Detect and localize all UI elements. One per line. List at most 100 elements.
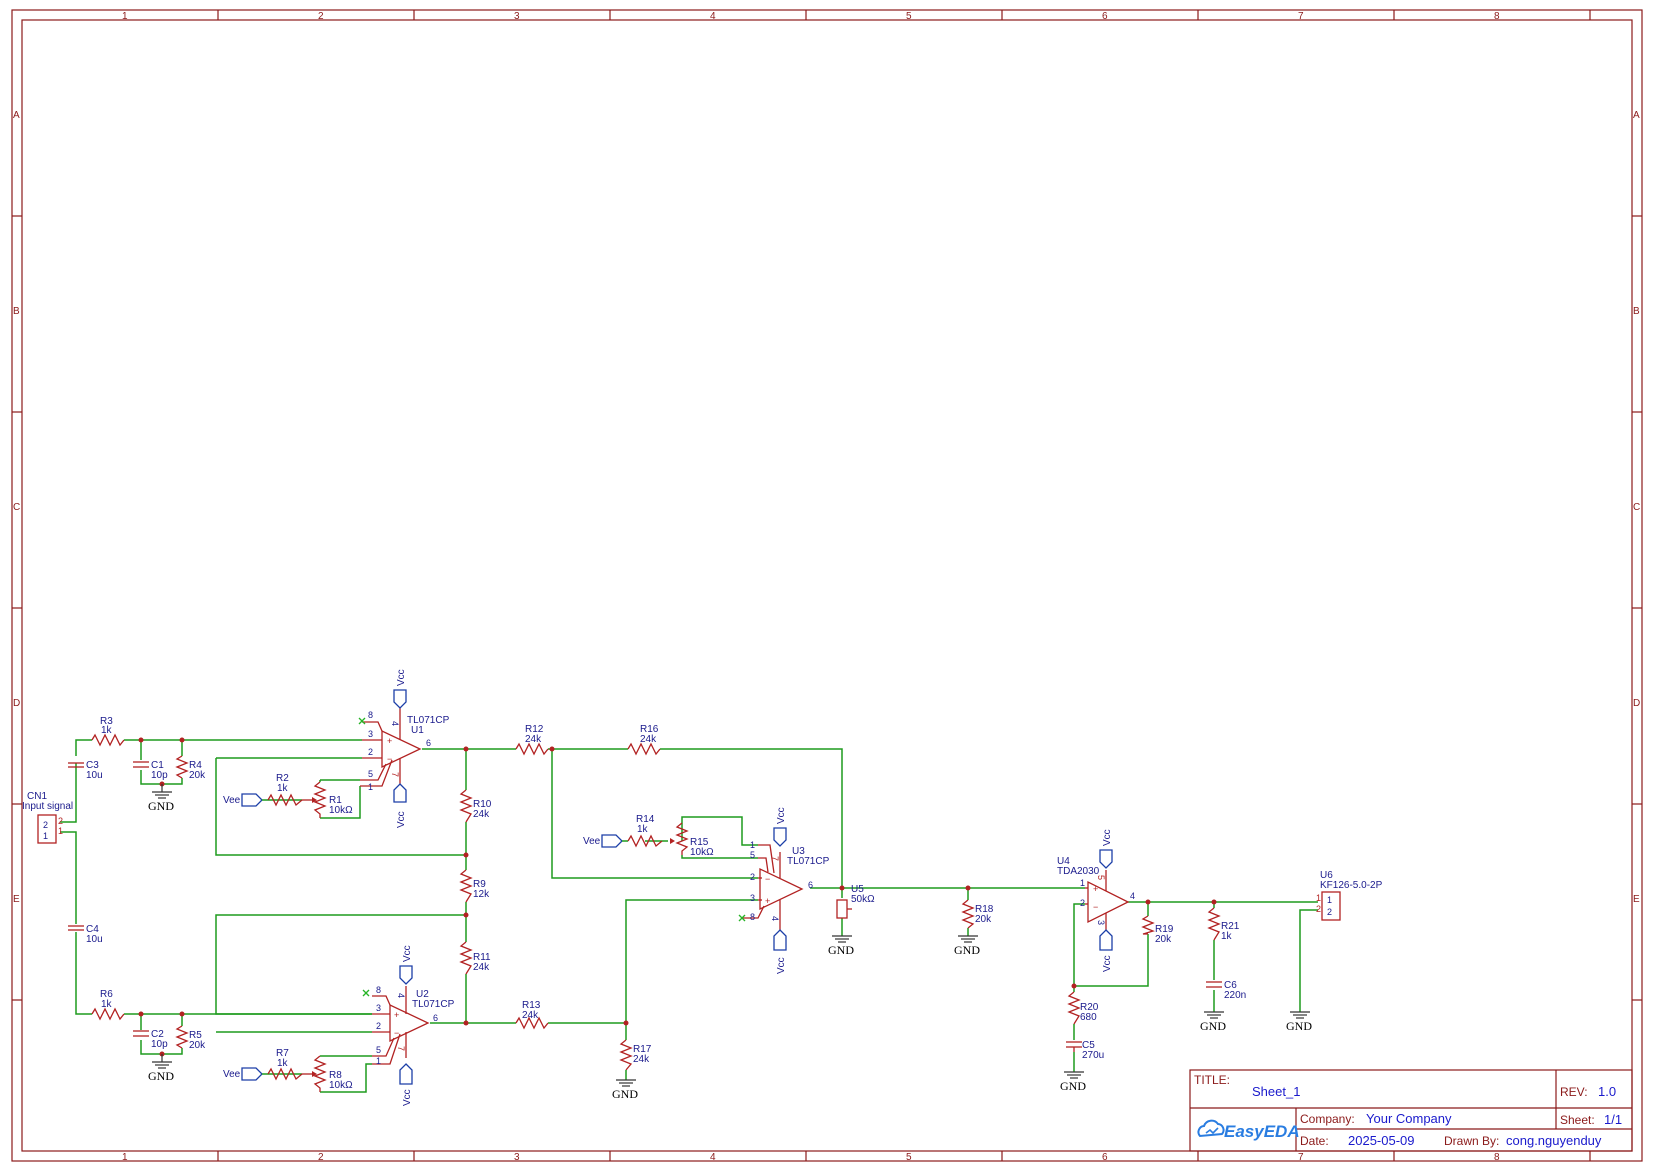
r11-resistor[interactable]: R11 24k [459, 941, 491, 975]
c2-capacitor[interactable]: C2 10p [133, 1029, 168, 1050]
gnd-label-1: GND [148, 799, 174, 813]
vcc-port-u4-top[interactable]: Vcc [1099, 829, 1113, 869]
grid-col-3: 3 [514, 11, 520, 22]
vee-port-3[interactable]: Vee [583, 834, 628, 848]
c5-ref: C5 [1082, 1040, 1095, 1051]
r20-resistor[interactable]: R20 680 [1067, 991, 1099, 1025]
r20-ref: R20 [1080, 1002, 1099, 1013]
r8-potentiometer[interactable]: R8 10kΩ [302, 1055, 353, 1092]
grid-col-2-bottom: 2 [318, 1152, 324, 1163]
u4-amplifier[interactable]: +− 12 4 5 3 U4 TDA2030 [1057, 856, 1135, 930]
r17-resistor[interactable]: R17 24k [619, 1039, 652, 1080]
grid-col-6: 6 [1102, 11, 1108, 22]
r18-resistor[interactable]: R18 20k [961, 899, 994, 929]
r4-resistor[interactable]: R4 20k [175, 755, 206, 781]
r6-resistor[interactable]: R6 1k [91, 989, 125, 1021]
r2-resistor[interactable]: R2 1k [267, 773, 303, 807]
u6-value: KF126-5.0-2P [1320, 880, 1383, 891]
easyeda-logo-text: EasyEDA [1224, 1122, 1300, 1141]
grid-columns-top: 1 2 3 4 5 6 7 8 [122, 10, 1591, 22]
grid-row-d: D [13, 698, 20, 709]
vcc-port-u3-top[interactable]: Vcc [773, 807, 787, 847]
svg-text:2: 2 [376, 1021, 381, 1031]
grid-columns-bottom: 1 2 3 4 5 6 7 8 [122, 1151, 1591, 1163]
u3-opamp[interactable]: −+ 15 238 6 7 4 U3 TL071CP [742, 840, 830, 930]
cn1-connector[interactable]: 21 21 CN1 Input signal [22, 791, 73, 844]
svg-text:5: 5 [368, 769, 373, 779]
cn1-ref: CN1 [27, 791, 47, 802]
r15-potentiometer[interactable]: R15 10kΩ [670, 822, 714, 858]
vee-port-1[interactable]: Vee [223, 793, 268, 807]
svg-text:4: 4 [390, 721, 400, 726]
svg-text:+: + [765, 896, 770, 906]
r5-resistor[interactable]: R5 20k [175, 1025, 206, 1051]
svg-text:2: 2 [368, 747, 373, 757]
svg-text:3: 3 [1096, 920, 1106, 925]
c4-capacitor[interactable]: C4 10u [68, 924, 103, 945]
company-value: Your Company [1366, 1111, 1452, 1126]
grid-rows-left: A B C D E [12, 110, 22, 1001]
vcc-label-u3-top: Vcc [776, 807, 787, 824]
svg-text:−: − [394, 1028, 399, 1038]
vcc-port-u4-bottom[interactable]: Vcc [1099, 929, 1113, 972]
vcc-label-u3-bottom: Vcc [776, 957, 787, 974]
svg-text:6: 6 [808, 880, 813, 890]
vcc-port-u1-top[interactable]: Vcc [393, 669, 407, 709]
r21-value: 1k [1221, 931, 1233, 942]
r21-resistor[interactable]: R21 1k [1207, 907, 1240, 942]
r9-resistor[interactable]: R9 12k [459, 869, 490, 903]
c6-capacitor[interactable]: C6 220n [1206, 980, 1246, 1001]
inner-frame [21, 19, 1633, 1152]
u2-opamp[interactable]: +− 83 251 6 4 7 U2 TL071CP [372, 985, 455, 1066]
grid-col-7: 7 [1298, 11, 1304, 22]
grid-col-7-bottom: 7 [1298, 1152, 1304, 1163]
c4-value: 10u [86, 934, 103, 945]
svg-text:8: 8 [376, 985, 381, 995]
easyeda-logo: EasyEDA [1197, 1119, 1300, 1141]
svg-text:1: 1 [1316, 893, 1321, 903]
vcc-label-u2-top: Vcc [402, 945, 413, 962]
vcc-label-u4-top: Vcc [1102, 829, 1113, 846]
vcc-port-u2-top[interactable]: Vcc [399, 945, 413, 985]
r1-potentiometer[interactable]: R1 10kΩ [302, 781, 353, 818]
svg-text:1: 1 [750, 840, 755, 850]
u5-potentiometer[interactable]: U5 50kΩ [836, 884, 875, 919]
r13-resistor[interactable]: R13 24k [515, 1000, 549, 1030]
gnd-symbol-8: GND [1286, 1011, 1312, 1033]
c5-capacitor[interactable]: C5 270u [1066, 1040, 1104, 1061]
r7-resistor[interactable]: R7 1k [267, 1048, 303, 1081]
r16-resistor[interactable]: R16 24k [627, 724, 661, 756]
svg-text:1: 1 [376, 1056, 381, 1066]
r10-resistor[interactable]: R10 24k [459, 789, 492, 823]
svg-text:2: 2 [1327, 907, 1332, 917]
u1-value: TL071CP [407, 715, 450, 726]
vcc-port-u3-bottom[interactable]: Vcc [773, 929, 787, 974]
vcc-label-u1-bottom: Vcc [396, 811, 407, 828]
r14-resistor[interactable]: R14 1k [627, 814, 663, 848]
c3-capacitor[interactable]: C3 10u [68, 760, 103, 781]
svg-text:5: 5 [1096, 875, 1106, 880]
r12-resistor[interactable]: R12 24k [515, 724, 549, 756]
c1-capacitor[interactable]: C1 10p [133, 760, 168, 781]
u3-value: TL071CP [787, 856, 830, 867]
grid-rows-right: A B C D E [1632, 110, 1642, 1001]
outer-frame [11, 9, 1643, 1162]
u5-value: 50kΩ [851, 894, 875, 905]
junctions [138, 737, 1217, 1057]
svg-text:2: 2 [43, 820, 48, 830]
r11-ref: R11 [473, 952, 491, 963]
vcc-port-u1-bottom[interactable]: Vcc [393, 783, 407, 828]
u1-opamp[interactable]: +− 83 251 6 4 7 TL071CP U1 [360, 708, 450, 792]
u4-ref: U4 [1057, 856, 1070, 867]
svg-text:+: + [394, 1010, 399, 1020]
r3-resistor[interactable]: R3 1k [91, 716, 125, 747]
r14-value: 1k [637, 824, 649, 835]
u6-output-connector[interactable]: 12 12 U6 KF126-5.0-2P [1316, 870, 1383, 921]
vcc-port-u2-bottom[interactable]: Vcc [399, 1063, 413, 1106]
svg-text:−: − [387, 754, 392, 764]
svg-text:5: 5 [750, 850, 755, 860]
vee-label-1: Vee [223, 795, 241, 806]
r19-resistor[interactable]: R19 20k [1141, 915, 1174, 945]
vee-port-2[interactable]: Vee [223, 1067, 268, 1081]
